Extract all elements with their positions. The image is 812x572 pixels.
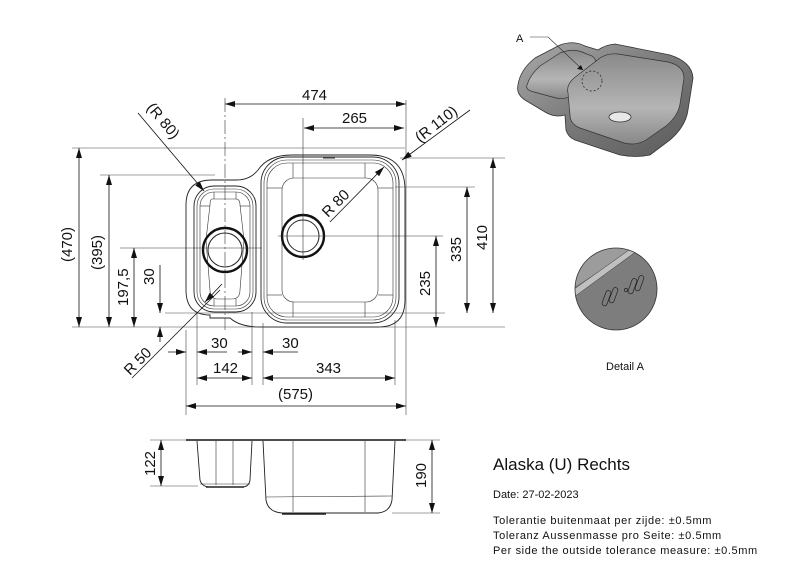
dim-343-label: 343 (316, 360, 341, 377)
isometric-view (517, 36, 694, 157)
radius-r80-small-label: (R 80) (143, 100, 183, 143)
overflow-slots (601, 275, 645, 307)
detail-a-circle (574, 247, 658, 331)
iso-callout-leader (547, 36, 584, 71)
main-basin-profile (262, 440, 396, 514)
iso-main-basin (567, 53, 685, 145)
iso-callout-label: A (516, 33, 524, 45)
tolerance-line-en: Per side the outside tolerance measure: … (493, 545, 758, 557)
dim-235-label: 235 (417, 271, 434, 296)
dim-190-label: 190 (413, 463, 430, 488)
dim-197-5-label: 197,5 (115, 268, 132, 306)
detail-a-label: Detail A (606, 361, 644, 373)
iso-detail-circle (581, 70, 603, 92)
product-title: Alaska (U) Rechts (493, 455, 630, 474)
small-drain-outer (201, 226, 249, 274)
dim-30-vert-label: 30 (141, 268, 158, 285)
dim-265-label: 265 (342, 110, 367, 127)
tolerance-line-de: Toleranz Aussenmasse pro Seite: ±0.5mm (493, 530, 722, 542)
main-basin-rim2 (266, 162, 394, 318)
dim-470-label: (470) (59, 227, 76, 262)
leader-r110 (401, 109, 471, 161)
dim-335-label: 335 (448, 237, 465, 262)
dim-122-label: 122 (142, 451, 159, 476)
iso-callout-arrow (577, 65, 583, 70)
drawing-date: Date: 27-02-2023 (493, 489, 579, 501)
small-basin-floor (205, 198, 245, 300)
side-view: 122 190 (142, 439, 440, 515)
iso-drain (608, 111, 632, 123)
main-basin-rim (263, 159, 397, 321)
small-basin-profile (196, 440, 253, 488)
leader-r50 (131, 289, 221, 379)
leader-r80-main (329, 166, 385, 223)
tolerance-line-nl: Tolerantie buitenmaat per zijde: ±0.5mm (493, 515, 712, 527)
detail-a-view (574, 247, 658, 331)
top-view: 474 265 30 30 142 343 (575) (470) (395) … (59, 87, 505, 415)
dim-30-gap-label: 30 (282, 335, 299, 352)
main-basin-profile-line (265, 495, 393, 498)
main-basin-outer (260, 156, 400, 324)
radius-r110-label: (R 110) (412, 103, 461, 147)
dim-395-label: (395) (89, 235, 106, 270)
dim-575-label: (575) (278, 386, 313, 403)
dim-410-label: 410 (474, 225, 491, 250)
radius-r50-label: R 50 (121, 344, 155, 378)
dim-142-label: 142 (213, 360, 238, 377)
leader-r80-small (137, 112, 205, 192)
flange-outline (185, 154, 406, 328)
dim-30-left-label: 30 (211, 335, 228, 352)
leader-r50-arrow (204, 283, 223, 303)
dim-474-label: 474 (302, 87, 327, 104)
